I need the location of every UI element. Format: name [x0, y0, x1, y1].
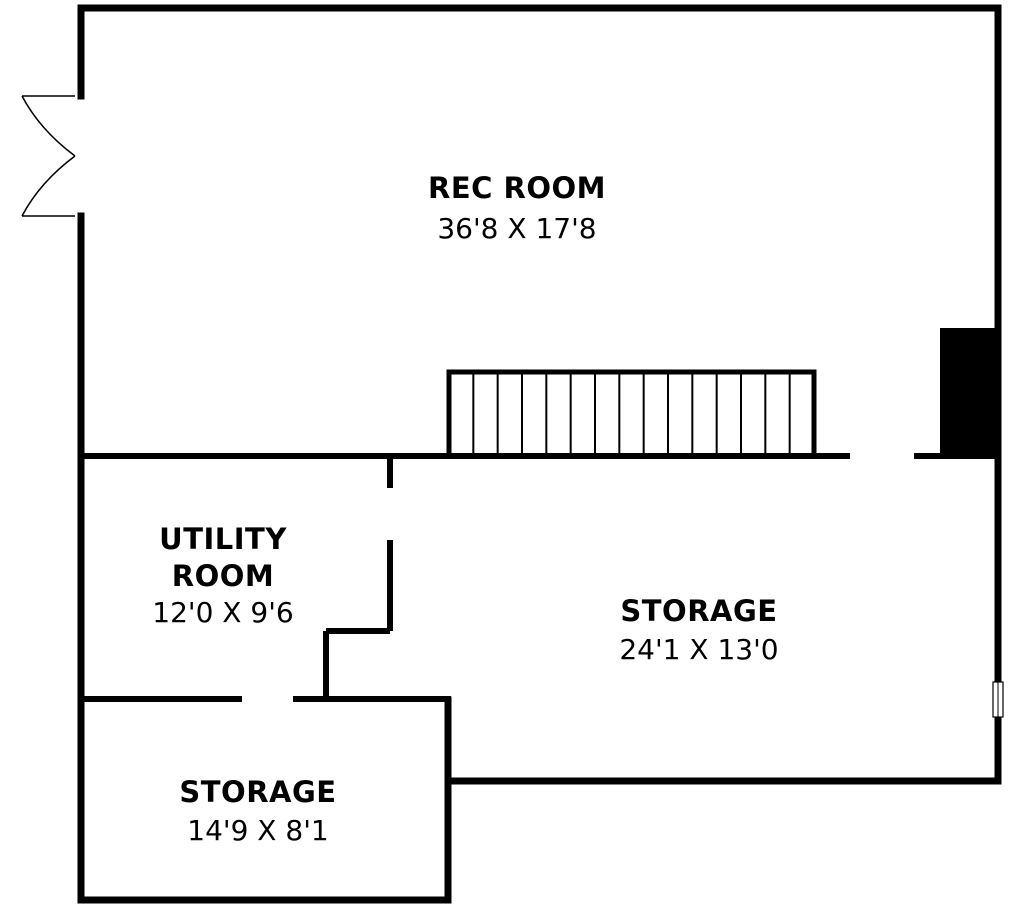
- storage-small-name: STORAGE: [179, 775, 336, 809]
- storage-main-name: STORAGE: [620, 594, 777, 628]
- storage-small-dims: 14'9 X 8'1: [187, 814, 328, 847]
- double-door-icon: [21, 95, 76, 217]
- utility-room-name-line1: UTILITY: [159, 522, 287, 556]
- utility-room-name-line2: ROOM: [172, 559, 275, 593]
- utility-room-dims: 12'0 X 9'6: [152, 596, 293, 629]
- rec-room-name: REC ROOM: [428, 171, 606, 205]
- storage-main-dims: 24'1 X 13'0: [619, 633, 778, 666]
- rec-room-dims: 36'8 X 17'8: [437, 212, 596, 245]
- chimney-icon: [940, 328, 998, 456]
- stairs-icon: [446, 369, 817, 459]
- window-icon: [992, 681, 1004, 718]
- exterior-walls: [77, 4, 1002, 904]
